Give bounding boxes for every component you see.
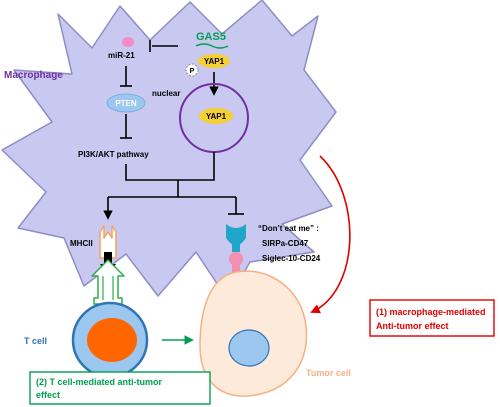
pten-label: PTEN [115,99,137,108]
tcr-receptor [91,259,125,305]
phospho-label: P [190,68,195,75]
t-cell-effect-box [29,371,211,405]
yap1-nuc-ellipse [199,108,233,124]
pten-ellipse [106,93,146,113]
mir21-ellipse [122,37,134,47]
yap1-cyto-label: YAP1 [204,57,225,66]
macrophage-effect-box [369,299,495,337]
t-cell-effect-line1: (2) T cell-mediated anti-tumor [36,377,163,387]
cd47-ligand [229,252,243,266]
macrophage-cell [1,0,337,301]
t-cell-effect-line2: effect [36,390,60,400]
macrophage-attack-arrow [310,155,351,314]
t-cell-label: T cell [24,336,47,346]
nuclear-label: nuclear [152,89,180,98]
pi3k-output-line [125,164,178,181]
mhcii-label: MHCII [70,239,93,248]
yap1-output-line [178,152,215,181]
dont-eat-me-label: “Don’t eat me” : [258,224,319,233]
sirpa-stem [232,244,240,252]
macrophage-effect-line2: Anti-tumor effect [376,321,449,331]
tumor-cell-label: Tumor cell [306,368,351,378]
gas5-rna-wave [195,43,229,49]
macrophage-effect-line1: (1) macrophage-mediated [376,307,486,317]
yap1-cyto-ellipse [198,54,230,68]
pi3k-label: PI3K/AKT pathway [78,150,149,159]
yap1-nuc-label: YAP1 [206,112,227,121]
mir21-label: miR-21 [108,51,135,60]
tumor-nucleus [228,329,270,367]
siglec-cd24-label: Siglec-10-CD24 [262,254,321,263]
macrophage-label: Macrophage [4,70,63,81]
gas5-label: GAS5 [196,31,226,43]
sirpa-receptor [226,224,246,246]
sirpa-cd47-label: SIRPa-CD47 [262,239,309,248]
phospho-circle [185,63,199,77]
t-cell-nucleus [87,318,137,362]
